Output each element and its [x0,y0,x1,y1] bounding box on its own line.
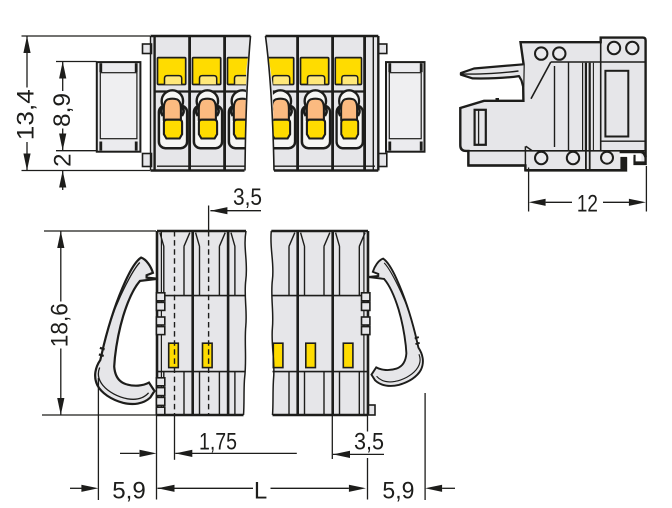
svg-text:18,6: 18,6 [47,303,74,347]
svg-text:5,9: 5,9 [112,478,146,505]
svg-text:12: 12 [577,191,598,218]
svg-text:13,4: 13,4 [13,89,40,140]
svg-text:1,75: 1,75 [199,429,237,456]
svg-text:L: L [254,478,267,505]
svg-text:5,9: 5,9 [382,478,414,505]
svg-text:8,9: 8,9 [49,93,76,127]
svg-text:3,5: 3,5 [354,429,384,456]
svg-text:3,5: 3,5 [233,184,262,211]
svg-text:2: 2 [50,154,77,167]
